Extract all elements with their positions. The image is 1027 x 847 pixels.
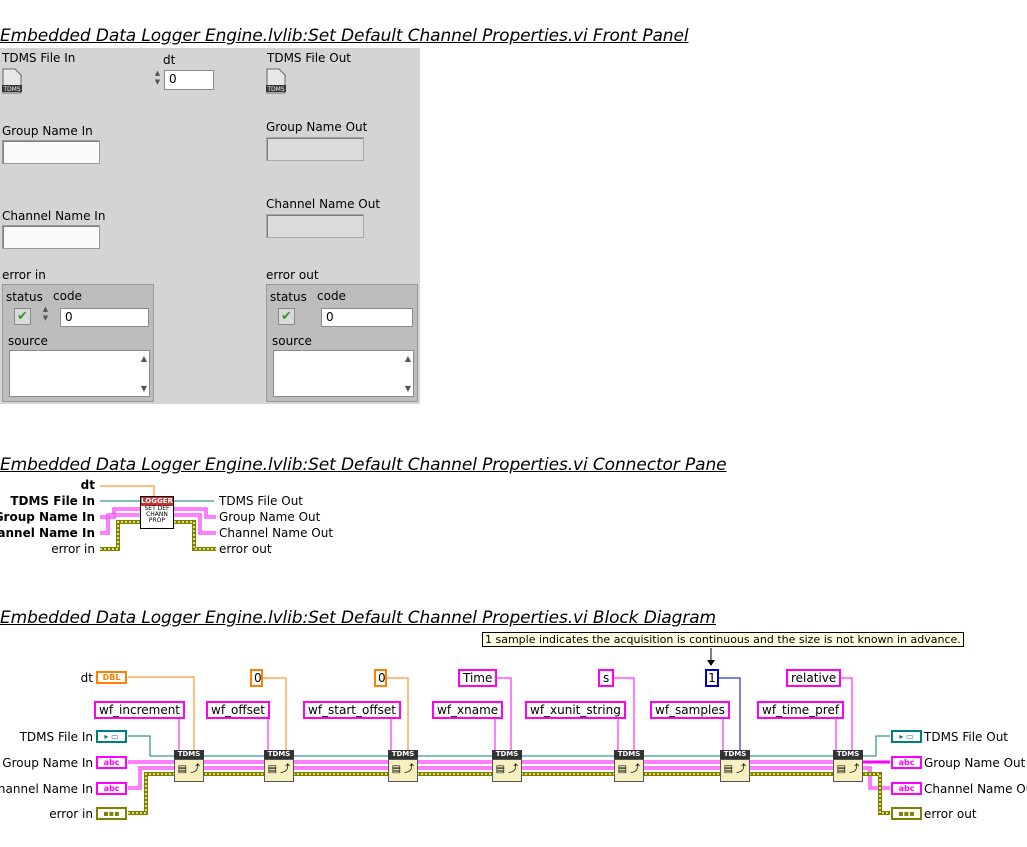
bd-comment: 1 sample indicates the acquisition is co… <box>482 632 964 647</box>
bd-output-tdms-file-out-label: TDMS File Out <box>924 730 1009 744</box>
bd-tdms-file-out-terminal[interactable]: ▸ ▭ <box>891 730 922 743</box>
prop-wf-xname[interactable]: wf_xname <box>432 701 504 719</box>
bd-channel-name-in-terminal[interactable]: abc <box>96 782 127 795</box>
prop-wf-start-offset[interactable]: wf_start_offset <box>303 701 401 719</box>
cp-output-error-out: error out <box>219 542 272 556</box>
error-in-code-input[interactable]: 0 <box>60 308 149 327</box>
bd-input-tdms-file-in-label: TDMS File In <box>19 730 93 744</box>
prop-wf-time-pref[interactable]: wf_time_pref <box>757 701 845 719</box>
scroll-down-icon[interactable]: ▼ <box>140 384 147 393</box>
prop-wf-increment[interactable]: wf_increment <box>94 701 186 719</box>
error-out-status-indicator: ✔ <box>278 308 295 325</box>
bd-group-name-in-terminal[interactable]: abc <box>96 756 127 769</box>
block-diagram-title: Embedded Data Logger Engine.lvlib:Set De… <box>0 608 716 628</box>
channel-name-out-field <box>266 214 364 238</box>
cp-output-channel-name-out: Channel Name Out <box>219 526 334 540</box>
error-in-source-field[interactable]: ▲ ▼ <box>9 350 150 397</box>
group-name-out-label: Group Name Out <box>266 120 368 134</box>
tdms-file-out-label: TDMS File Out <box>267 51 352 65</box>
tdms-file-out-icon: TDMS <box>266 68 286 94</box>
cp-input-tdms-file-in: TDMS File In <box>10 494 95 508</box>
bd-dt-terminal[interactable]: DBL <box>96 671 127 684</box>
tdms-file-in-label: TDMS File In <box>2 51 76 65</box>
dt-label: dt <box>163 53 176 67</box>
cp-input-error-in: error in <box>51 542 95 556</box>
tdms-set-properties-node[interactable]: TDMS▤ ⤴ <box>388 750 418 782</box>
bd-error-out-terminal[interactable]: ▪▪▪ <box>891 807 922 820</box>
error-out-source-field: ▲ ▼ <box>273 350 414 397</box>
error-in-status-label: status <box>6 290 43 304</box>
cp-input-group-name-in: Group Name In <box>0 510 95 524</box>
tdms-set-properties-node[interactable]: TDMS▤ ⤴ <box>614 750 644 782</box>
bd-output-group-name-out-label: Group Name Out <box>924 756 1026 770</box>
vi-icon-line-2: SET DEF <box>144 505 170 512</box>
bd-group-name-out-terminal[interactable]: abc <box>891 756 922 769</box>
dt-input[interactable]: 0 <box>164 70 214 90</box>
channel-name-in-field[interactable] <box>2 225 100 249</box>
bd-input-error-in-label: error in <box>49 807 93 821</box>
tdms-icon-text: TDMS <box>2 86 20 93</box>
front-panel: TDMS File In TDMS dt ▲▼ 0 TDMS File Out … <box>0 48 420 404</box>
vi-icon-line-1: LOGGER <box>141 497 173 506</box>
error-out-code-label: code <box>317 289 346 303</box>
connector-pane-title: Embedded Data Logger Engine.lvlib:Set De… <box>0 455 727 475</box>
cp-output-group-name-out: Group Name Out <box>219 510 321 524</box>
vi-icon-line-4: PROP <box>148 517 166 524</box>
error-in-code-spinner-icon[interactable]: ▲▼ <box>42 305 49 322</box>
scroll-down-icon[interactable]: ▼ <box>404 384 411 393</box>
channel-name-in-label: Channel Name In <box>2 209 106 223</box>
cp-input-dt: dt <box>80 478 95 492</box>
bd-channel-name-out-terminal[interactable]: abc <box>891 782 922 795</box>
bd-output-error-out-label: error out <box>924 807 977 821</box>
prop-wf-offset[interactable]: wf_offset <box>206 701 270 719</box>
tdms-set-properties-node[interactable]: TDMS▤ ⤴ <box>720 750 750 782</box>
bd-input-dt-label: dt <box>80 671 93 685</box>
front-panel-title: Embedded Data Logger Engine.lvlib:Set De… <box>0 26 689 46</box>
connector-pane-wires <box>100 485 216 551</box>
prop-wf-samples[interactable]: wf_samples <box>650 701 730 719</box>
bd-output-channel-name-out-label: Channel Name Out <box>924 782 1027 796</box>
group-name-out-field <box>266 137 364 161</box>
cp-output-tdms-file-out: TDMS File Out <box>219 494 304 508</box>
error-in-status-checkbox[interactable]: ✔ <box>14 308 31 325</box>
scroll-up-icon[interactable]: ▲ <box>140 354 147 363</box>
prop-wf-xunit-string[interactable]: wf_xunit_string <box>525 701 626 719</box>
channel-name-out-label: Channel Name Out <box>266 197 381 211</box>
tdms-set-properties-node[interactable]: TDMS▤ ⤴ <box>833 750 863 782</box>
const-xunit[interactable]: s <box>598 669 615 687</box>
error-out-status-label: status <box>270 290 307 304</box>
tdms-set-properties-node[interactable]: TDMS▤ ⤴ <box>174 750 204 782</box>
error-in-label: error in <box>2 268 46 282</box>
tdms-set-properties-node[interactable]: TDMS▤ ⤴ <box>264 750 294 782</box>
const-time-pref[interactable]: relative <box>786 669 842 687</box>
group-name-in-label: Group Name In <box>2 124 93 138</box>
group-name-in-field[interactable] <box>2 140 100 164</box>
dt-spinner-icon[interactable]: ▲▼ <box>154 69 161 86</box>
error-out-source-label: source <box>272 334 312 348</box>
cp-input-channel-name-in: Channel Name In <box>0 526 95 540</box>
const-xname[interactable]: Time <box>458 669 498 687</box>
const-start-offset[interactable]: 0 <box>374 669 387 687</box>
error-in-cluster: status code ✔ ▲▼ 0 source ▲ ▼ <box>2 284 154 402</box>
const-samples[interactable]: 1 <box>705 669 719 687</box>
tdms-file-in-icon[interactable]: TDMS <box>2 68 22 94</box>
bd-tdms-file-in-terminal[interactable]: ▸ ▭ <box>96 730 127 743</box>
tdms-icon-text: TDMS <box>266 86 284 93</box>
scroll-up-icon[interactable]: ▲ <box>404 354 411 363</box>
error-out-cluster: status code ✔ 0 source ▲ ▼ <box>266 284 418 402</box>
const-offset[interactable]: 0 <box>250 669 263 687</box>
bd-input-channel-name-in-label: Channel Name In <box>0 782 93 796</box>
error-in-code-label: code <box>53 289 82 303</box>
tdms-set-properties-node[interactable]: TDMS▤ ⤴ <box>492 750 522 782</box>
block-diagram-wires <box>128 648 890 815</box>
bd-error-in-terminal[interactable]: ▪▪▪ <box>96 807 127 820</box>
error-out-label: error out <box>266 268 319 282</box>
bd-input-group-name-in-label: Group Name In <box>2 756 93 770</box>
error-out-code-field: 0 <box>321 308 413 327</box>
connector-pane-icon: LOGGER SET DEF CHANN PROP <box>140 496 174 529</box>
vi-icon-line-3: CHANN <box>146 511 168 518</box>
error-in-source-label: source <box>8 334 48 348</box>
